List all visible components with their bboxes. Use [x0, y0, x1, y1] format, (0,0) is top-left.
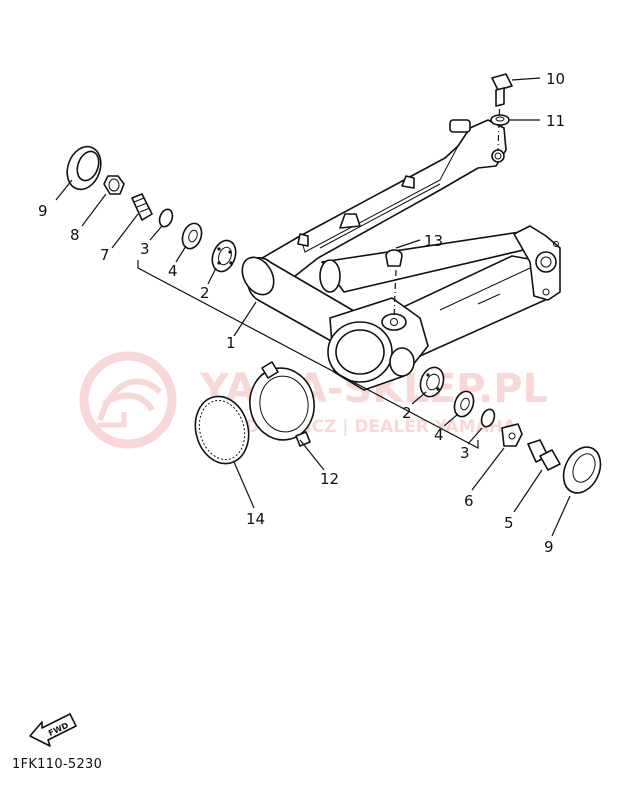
- part-14-scale-ring: [194, 395, 250, 465]
- callout-11: 11: [546, 112, 565, 130]
- callout-3-left: 3: [140, 240, 150, 258]
- part-10-bolt: [491, 73, 513, 107]
- callout-2-left: 2: [200, 284, 210, 302]
- callout-6: 6: [464, 492, 474, 510]
- watermark: YAMA-SKLEP.PL WŁODKOWICZ | DEALER YAMAHA: [79, 351, 548, 449]
- assembly-bracket-line: [137, 260, 479, 449]
- callout-9-right: 9: [544, 538, 554, 556]
- part-4-left-seal: [181, 222, 203, 250]
- bolt-axis-line: [393, 269, 397, 319]
- watermark-logo-icon: [79, 351, 177, 449]
- part-code: 1FK110-5230: [12, 757, 103, 772]
- callout-9-left: 9: [38, 202, 48, 220]
- fwd-arrow-icon: FWD: [29, 713, 77, 747]
- callout-14: 14: [246, 510, 265, 528]
- part-9-right-cover: [562, 446, 602, 494]
- callout-12: 12: [320, 470, 339, 488]
- callout-2-right: 2: [402, 404, 412, 422]
- part-2-right-bearing: [419, 366, 445, 398]
- part-12-collar-ring: [249, 361, 315, 447]
- part-4-right-seal: [453, 390, 475, 418]
- part-6-lock-plate: [501, 423, 523, 447]
- part-9-left-cover: [66, 145, 102, 191]
- callout-8: 8: [70, 226, 80, 244]
- part-3-left-washer: [158, 208, 174, 228]
- callout-5: 5: [504, 514, 514, 532]
- callout-4-left: 4: [168, 262, 178, 280]
- callout-4-right: 4: [434, 426, 444, 444]
- swingarm: [241, 119, 561, 391]
- callout-7: 7: [100, 246, 110, 264]
- callout-3-right: 3: [460, 444, 470, 462]
- callout-1: 1: [226, 334, 236, 352]
- callout-13: 13: [424, 232, 443, 250]
- part-7-pivot-bolt: [131, 193, 153, 221]
- part-3-right-washer: [480, 408, 496, 428]
- part-13-cap: [385, 249, 403, 267]
- part-2-left-bearing: [211, 239, 237, 273]
- leader-lines: [55, 77, 571, 537]
- part-8-nut: [103, 175, 125, 195]
- callout-10: 10: [546, 70, 565, 88]
- part-5-adjuster-bolt: [527, 439, 561, 471]
- callout-labels: 9 8 7 3 4 2 1 10 11 13 2 4 3 6 5 9 12 14: [38, 70, 565, 556]
- part-11-collar: [490, 114, 510, 126]
